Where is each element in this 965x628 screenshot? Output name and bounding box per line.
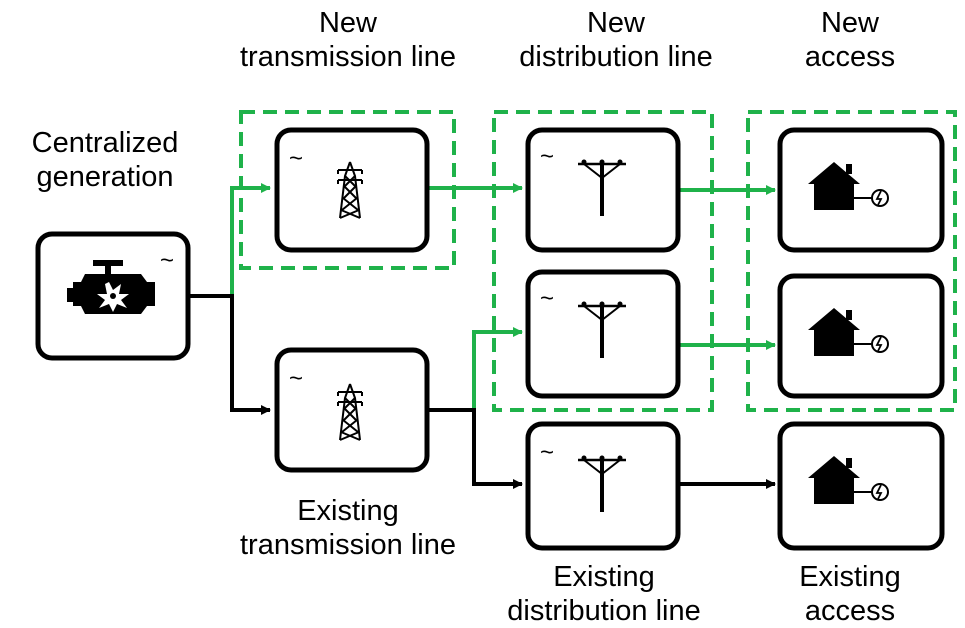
ac-symbol: ~: [289, 365, 303, 392]
ac-symbol: ~: [289, 145, 303, 172]
label-line: transmission line: [240, 529, 456, 561]
label-line: Existing: [799, 561, 901, 593]
existing-distribution-node: ~: [525, 421, 681, 551]
link-generation-to-existing-transmission: [188, 294, 271, 415]
label-line: distribution line: [519, 41, 713, 73]
existing-access-node: [777, 421, 945, 551]
label-centralized-generation: Centralized generation: [0, 126, 210, 194]
ac-symbol: ~: [540, 143, 554, 170]
label-line: New: [586, 7, 645, 39]
link-generation-to-new-transmission: [188, 183, 271, 298]
link-existing-transmission-to-new-distribution: [428, 327, 523, 412]
label-new-transmission-line: New transmission line: [222, 6, 474, 74]
link-existing-transmission-to-existing-distribution: [428, 408, 523, 489]
label-line: transmission line: [240, 41, 456, 73]
new-access-node-2: [777, 273, 945, 399]
new-access-group: [746, 110, 957, 412]
label-line: New: [820, 7, 879, 39]
new-distribution-node-1: ~: [525, 127, 681, 253]
ac-symbol: ~: [540, 439, 554, 466]
label-line: New: [318, 7, 377, 39]
ac-symbol: ~: [540, 285, 554, 312]
label-line: access: [804, 595, 896, 627]
label-new-access: New access: [770, 6, 930, 74]
ac-symbol: ~: [160, 247, 174, 274]
label-line: generation: [36, 161, 174, 193]
label-line: access: [804, 41, 896, 73]
label-line: Centralized: [31, 127, 179, 159]
existing-transmission-node: ~: [274, 347, 430, 473]
label-existing-access: Existing access: [770, 560, 930, 628]
generation-node: ~: [35, 231, 191, 361]
label-line: distribution line: [507, 595, 701, 627]
label-new-distribution-line: New distribution line: [490, 6, 742, 74]
label-line: Existing: [297, 495, 399, 527]
label-existing-distribution-line: Existing distribution line: [478, 560, 730, 628]
new-distribution-node-2: ~: [525, 269, 681, 399]
new-transmission-node: ~: [274, 127, 430, 253]
new-distribution-group: [492, 110, 714, 412]
new-access-node-1: [777, 127, 945, 253]
label-line: Existing: [553, 561, 655, 593]
label-existing-transmission-line: Existing transmission line: [222, 494, 474, 562]
